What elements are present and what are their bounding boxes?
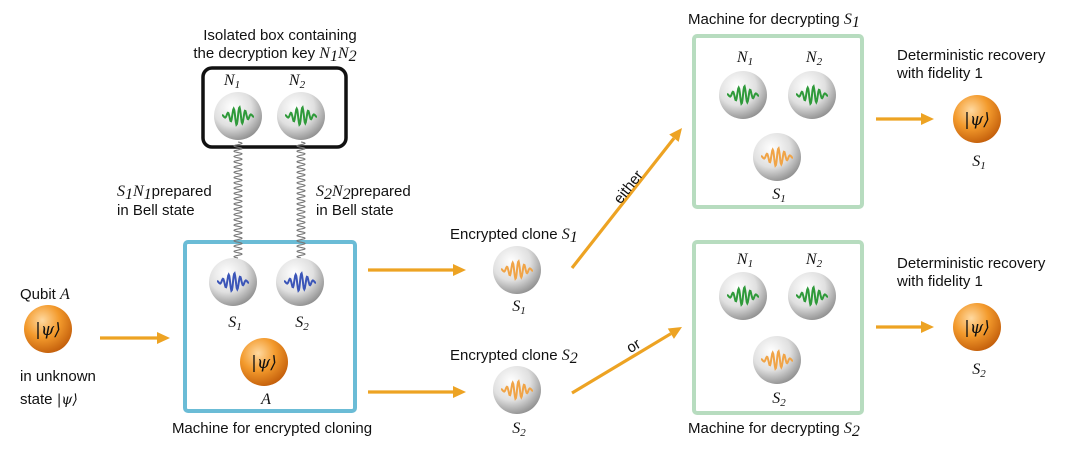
sphere-decrypt1-n1 bbox=[719, 71, 767, 119]
arrow-head-icon bbox=[921, 321, 934, 333]
arrow-either-to-decrypt-s1 bbox=[570, 137, 676, 269]
sphere-recovered-s1 bbox=[953, 95, 1001, 143]
label-s2-recovered: S2 bbox=[972, 361, 986, 380]
bell-label-s2n2-line2: in Bell state bbox=[316, 202, 394, 219]
recovery-s1-line1: Deterministic recovery bbox=[897, 47, 1046, 64]
bell-label-s1n1-line1: S1N1prepared bbox=[117, 183, 212, 203]
bell-link-s1-n1 bbox=[233, 141, 243, 259]
sphere-s1-machine bbox=[209, 258, 257, 306]
recovery-s2-line1: Deterministic recovery bbox=[897, 255, 1046, 272]
wave-orange-icon bbox=[761, 349, 793, 371]
sphere-decrypt1-n2 bbox=[788, 71, 836, 119]
bell-label-s2n2-line1: S2N2prepared bbox=[316, 183, 411, 203]
label-s1-recovered: S1 bbox=[972, 153, 986, 172]
decrypt-machine-s2-box bbox=[692, 240, 864, 415]
qubit-a-label: Qubit A bbox=[20, 286, 70, 303]
label-s1-decrypt1: S1 bbox=[772, 186, 786, 205]
wave-green-icon bbox=[727, 285, 759, 307]
key-box-title-line1: Isolated box containing bbox=[203, 27, 356, 44]
arrow-or-to-decrypt-s2 bbox=[571, 332, 672, 395]
arrow-head-icon bbox=[669, 128, 682, 142]
wave-green-icon bbox=[727, 84, 759, 106]
key-box bbox=[201, 66, 348, 149]
decrypt-machine-s2-title: Machine for decrypting S2 bbox=[688, 420, 860, 440]
encrypted-clone-s2-label: Encrypted clone S2 bbox=[450, 347, 578, 367]
arrow-head-icon bbox=[921, 113, 934, 125]
label-n1-decrypt2: N1 bbox=[736, 251, 753, 270]
arrow-head-icon bbox=[157, 332, 170, 344]
wave-orange-icon bbox=[501, 259, 533, 281]
wave-green-icon bbox=[796, 84, 828, 106]
sphere-recovered-s2 bbox=[953, 303, 1001, 351]
ket-psi-recovered-s2: |ψ⟩ bbox=[964, 318, 990, 338]
arrow-head-icon bbox=[453, 386, 466, 398]
or-label: or bbox=[624, 335, 644, 356]
recovery-s1-line2: with fidelity 1 bbox=[896, 65, 983, 82]
ket-psi-recovered-s1: |ψ⟩ bbox=[964, 110, 990, 130]
sphere-s2-machine bbox=[276, 258, 324, 306]
sphere-a-machine bbox=[240, 338, 288, 386]
wave-green-icon bbox=[796, 285, 828, 307]
qubit-in-unknown-label: in unknown bbox=[20, 368, 96, 385]
qubit-state-label: state |ψ⟩ bbox=[20, 391, 78, 408]
decrypt-machine-s1-title: Machine for decrypting S1 bbox=[688, 11, 860, 31]
label-n2-decrypt1: N2 bbox=[805, 49, 823, 68]
label-n2-key: N2 bbox=[288, 72, 306, 91]
decrypt-machine-s1-box bbox=[692, 34, 864, 209]
label-s1-clone: S1 bbox=[512, 298, 526, 317]
label-s1-machine: S1 bbox=[228, 314, 242, 333]
encrypted-clone-s1-label: Encrypted clone S1 bbox=[450, 226, 578, 246]
ket-psi-qubit: |ψ⟩ bbox=[35, 320, 61, 340]
wave-blue-icon bbox=[217, 271, 249, 293]
wave-blue-icon bbox=[284, 271, 316, 293]
label-s2-decrypt2: S2 bbox=[772, 390, 786, 409]
sphere-n2-key bbox=[277, 92, 325, 140]
either-label: either bbox=[610, 167, 647, 207]
wave-orange-icon bbox=[501, 379, 533, 401]
bell-label-s1n1-line2: in Bell state bbox=[117, 202, 195, 219]
sphere-qubit-a bbox=[24, 305, 72, 353]
sphere-encrypted-clone-s2 bbox=[493, 366, 541, 414]
sphere-encrypted-clone-s1 bbox=[493, 246, 541, 294]
wave-green-icon bbox=[285, 105, 317, 127]
sphere-n1-key bbox=[214, 92, 262, 140]
machine-encrypted-cloning-caption: Machine for encrypted cloning bbox=[172, 420, 372, 437]
encrypted-cloning-machine-box bbox=[183, 240, 357, 413]
recovery-s2-line2: with fidelity 1 bbox=[896, 273, 983, 290]
bell-link-s2-n2 bbox=[296, 141, 306, 259]
wave-green-icon bbox=[222, 105, 254, 127]
label-s2-machine: S2 bbox=[295, 314, 309, 333]
label-n2-decrypt2: N2 bbox=[805, 251, 823, 270]
arrow-head-icon bbox=[667, 327, 682, 339]
sphere-decrypt1-s1 bbox=[753, 133, 801, 181]
sphere-decrypt2-s2 bbox=[753, 336, 801, 384]
label-n1-decrypt1: N1 bbox=[736, 49, 753, 68]
wave-orange-icon bbox=[761, 146, 793, 168]
ket-psi-machine: |ψ⟩ bbox=[251, 353, 277, 373]
sphere-decrypt2-n2 bbox=[788, 272, 836, 320]
label-n1-key: N1 bbox=[223, 72, 240, 91]
sphere-decrypt2-n1 bbox=[719, 272, 767, 320]
arrows bbox=[100, 113, 934, 398]
label-a-machine: A bbox=[260, 391, 271, 408]
label-s2-clone: S2 bbox=[512, 420, 526, 439]
key-box-title-line2: the decryption key N1N2 bbox=[193, 45, 356, 65]
arrow-head-icon bbox=[453, 264, 466, 276]
